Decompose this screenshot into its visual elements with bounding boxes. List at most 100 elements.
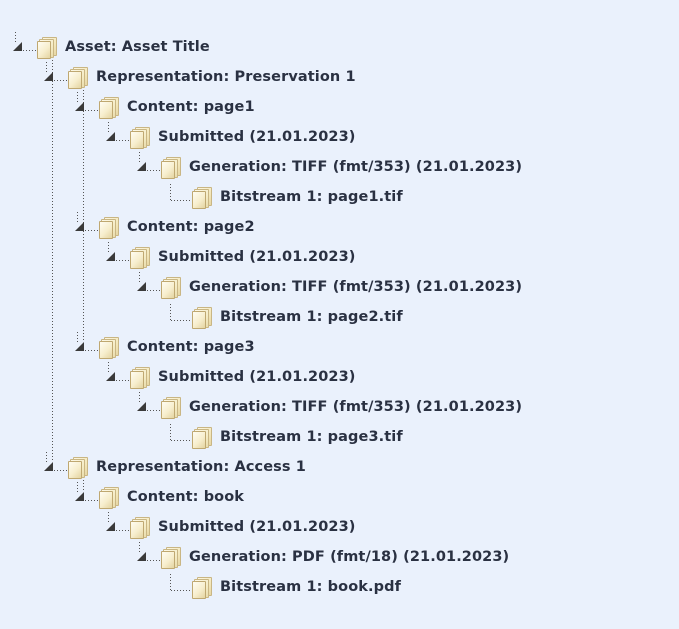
tree-node[interactable]: Generation: TIFF (fmt/353) (21.01.2023) [134, 392, 522, 422]
triangle-glyph [75, 222, 84, 231]
stacked-pages-icon [191, 576, 213, 599]
leaf-elbow-icon[interactable] [165, 572, 191, 602]
page-front [68, 71, 82, 89]
connector-line [147, 560, 160, 561]
connector-line [170, 184, 171, 201]
tree-node[interactable]: Representation: Preservation 1 [41, 62, 356, 92]
triangle-glyph [137, 402, 146, 411]
expand-triangle-icon[interactable] [134, 152, 160, 182]
connector-line [108, 512, 109, 522]
page-front [99, 221, 113, 239]
connector-line [139, 392, 140, 402]
stacked-pages-icon [129, 366, 151, 389]
tree-guide-line [52, 60, 53, 460]
tree-node-label: Bitstream 1: page2.tif [220, 309, 403, 325]
connector-line [171, 200, 191, 201]
expand-triangle-icon[interactable] [134, 272, 160, 302]
tree-node-label: Content: page2 [127, 219, 255, 235]
expand-triangle-icon[interactable] [72, 482, 98, 512]
connector-line [108, 362, 109, 372]
tree-node[interactable]: Submitted (21.01.2023) [103, 362, 356, 392]
expand-triangle-icon[interactable] [72, 92, 98, 122]
leaf-elbow-icon[interactable] [165, 302, 191, 332]
tree-node-label: Submitted (21.01.2023) [158, 369, 356, 385]
stacked-pages-icon [129, 126, 151, 149]
page-front [130, 251, 144, 269]
connector-line [170, 424, 171, 441]
expand-triangle-icon[interactable] [134, 392, 160, 422]
tree-node[interactable]: Generation: TIFF (fmt/353) (21.01.2023) [134, 152, 522, 182]
tree-node[interactable]: Content: page3 [72, 332, 255, 362]
stacked-pages-icon [160, 276, 182, 299]
connector-line [85, 110, 98, 111]
tree-node[interactable]: Submitted (21.01.2023) [103, 242, 356, 272]
tree-node[interactable]: Bitstream 1: book.pdf [165, 572, 401, 602]
connector-line [85, 230, 98, 231]
stacked-pages-icon [98, 216, 120, 239]
connector-line [139, 542, 140, 552]
leaf-elbow-icon[interactable] [165, 182, 191, 212]
connector-line [171, 320, 191, 321]
tree-node-label: Content: page3 [127, 339, 255, 355]
tree-node[interactable]: Submitted (21.01.2023) [103, 512, 356, 542]
tree-node[interactable]: Content: book [72, 482, 244, 512]
triangle-glyph [106, 522, 115, 531]
connector-line [15, 32, 16, 42]
tree-node-label: Representation: Access 1 [96, 459, 306, 475]
connector-line [77, 332, 78, 342]
connector-line [116, 260, 129, 261]
connector-line [147, 170, 160, 171]
expand-triangle-icon[interactable] [41, 62, 67, 92]
page-front [192, 431, 206, 449]
page-front [192, 581, 206, 599]
tree-node[interactable]: Content: page1 [72, 92, 255, 122]
page-front [161, 551, 175, 569]
expand-triangle-icon[interactable] [41, 452, 67, 482]
connector-line [77, 92, 78, 102]
expand-triangle-icon[interactable] [103, 512, 129, 542]
expand-triangle-icon[interactable] [103, 122, 129, 152]
tree-node[interactable]: Content: page2 [72, 212, 255, 242]
tree-node[interactable]: Bitstream 1: page1.tif [165, 182, 403, 212]
tree-node-label: Content: book [127, 489, 245, 505]
tree-node-label: Representation: Preservation 1 [96, 69, 356, 85]
tree-node[interactable]: Submitted (21.01.2023) [103, 122, 356, 152]
tree-node[interactable]: Representation: Access 1 [41, 452, 306, 482]
triangle-glyph [75, 102, 84, 111]
stacked-pages-icon [129, 516, 151, 539]
page-front [130, 131, 144, 149]
expand-triangle-icon[interactable] [72, 212, 98, 242]
tree-node-label: Content: page1 [127, 99, 255, 115]
tree-node-label: Bitstream 1: page1.tif [220, 189, 403, 205]
connector-line [116, 140, 129, 141]
stacked-pages-icon [191, 186, 213, 209]
page-front [37, 41, 51, 59]
expand-triangle-icon[interactable] [10, 32, 36, 62]
page-front [99, 341, 113, 359]
leaf-elbow-icon[interactable] [165, 422, 191, 452]
triangle-glyph [44, 462, 53, 471]
expand-triangle-icon[interactable] [134, 542, 160, 572]
expand-triangle-icon[interactable] [103, 242, 129, 272]
triangle-glyph [75, 342, 84, 351]
tree-node[interactable]: Asset: Asset Title [10, 32, 210, 62]
tree-node-label: Generation: TIFF (fmt/353) (21.01.2023) [189, 399, 523, 415]
expand-triangle-icon[interactable] [103, 362, 129, 392]
page-front [161, 401, 175, 419]
tree-node-label: Bitstream 1: book.pdf [220, 579, 401, 595]
tree-node-label: Generation: TIFF (fmt/353) (21.01.2023) [189, 159, 523, 175]
connector-line [170, 574, 171, 591]
triangle-glyph [106, 132, 115, 141]
connector-line [23, 50, 36, 51]
connector-line [171, 440, 191, 441]
tree-node[interactable]: Bitstream 1: page2.tif [165, 302, 403, 332]
expand-triangle-icon[interactable] [72, 332, 98, 362]
tree-node[interactable]: Bitstream 1: page3.tif [165, 422, 403, 452]
tree-node[interactable]: Generation: TIFF (fmt/353) (21.01.2023) [134, 272, 522, 302]
tree-node[interactable]: Generation: PDF (fmt/18) (21.01.2023) [134, 542, 509, 572]
tree-node-label: Submitted (21.01.2023) [158, 129, 356, 145]
connector-line [108, 122, 109, 132]
connector-line [139, 152, 140, 162]
page-front [130, 521, 144, 539]
